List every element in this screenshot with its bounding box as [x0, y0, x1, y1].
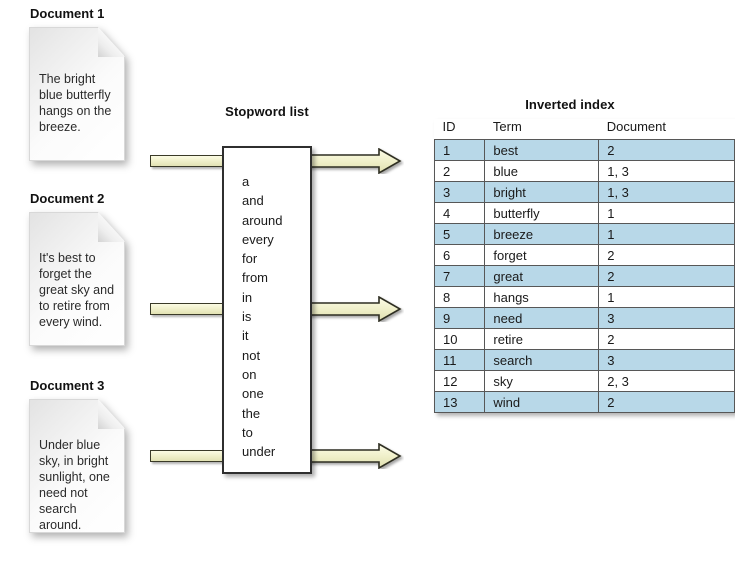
- stopword-item: and: [242, 193, 264, 209]
- table-row: 2 blue 1, 3: [433, 160, 735, 182]
- cell-id: 12: [433, 370, 486, 392]
- cell-term: hangs: [484, 286, 600, 308]
- arrow-doc2-to-stopword: [150, 303, 224, 315]
- inverted-index-title: Inverted index: [525, 97, 615, 112]
- cell-term: need: [484, 307, 600, 329]
- cell-term: blue: [484, 160, 600, 182]
- table-row: 7 great 2: [433, 265, 735, 287]
- table-row: 5 breeze 1: [433, 223, 735, 245]
- stopword-item: is: [242, 309, 252, 325]
- cell-term: retire: [484, 328, 600, 350]
- cell-term: forget: [484, 244, 600, 266]
- stopword-item: the: [242, 405, 261, 421]
- table-row: 11 search 3: [433, 349, 735, 371]
- stopword-item: one: [242, 386, 264, 402]
- cell-id: 4: [433, 202, 486, 224]
- cell-id: 6: [433, 244, 486, 266]
- cell-id: 3: [433, 181, 486, 203]
- stopword-item: to: [242, 424, 253, 440]
- arrow-stopword-to-index-3: [308, 443, 404, 469]
- table-row: 13 wind 2: [433, 391, 735, 413]
- document-1-icon: The bright blue butterfly hangs on the b…: [29, 27, 125, 161]
- cell-document: 1, 3: [598, 160, 735, 182]
- stopword-item: under: [242, 444, 276, 460]
- document-3-text: Under blue sky, in bright sunlight, one …: [39, 438, 110, 532]
- stopword-list-box: a and around every for from in is it not…: [222, 146, 312, 474]
- cell-document: 1: [598, 202, 735, 224]
- cell-document: 3: [598, 307, 735, 329]
- cell-document: 3: [598, 349, 735, 371]
- table-row: 3 bright 1, 3: [433, 181, 735, 203]
- cell-term: wind: [484, 391, 600, 413]
- document-1-label: Document 1: [30, 6, 105, 21]
- cell-id: 1: [433, 139, 486, 161]
- stopword-item: every: [242, 231, 274, 247]
- arrow-doc1-to-stopword: [150, 155, 224, 167]
- cell-term: search: [484, 349, 600, 371]
- stopword-list-title: Stopword list: [225, 104, 309, 119]
- cell-id: 10: [433, 328, 486, 350]
- cell-id: 7: [433, 265, 486, 287]
- inverted-index-table: ID Term Document 1 best 2 2 blue 1, 3 3 …: [433, 119, 735, 413]
- table-row: 10 retire 2: [433, 328, 735, 350]
- cell-id: 13: [433, 391, 486, 413]
- inverted-index-table-wrap: ID Term Document 1 best 2 2 blue 1, 3 3 …: [433, 119, 735, 413]
- cell-term: butterfly: [484, 202, 600, 224]
- stopword-item: from: [242, 270, 268, 286]
- document-2-label: Document 2: [30, 191, 105, 206]
- document-3-icon: Under blue sky, in bright sunlight, one …: [29, 399, 125, 533]
- stopword-list: a and around every for from in is it not…: [242, 172, 282, 461]
- arrow-stopword-to-index-2: [308, 296, 404, 322]
- arrow-stopword-to-index-1: [308, 148, 404, 174]
- column-header-document: Document: [606, 119, 666, 134]
- cell-term: breeze: [484, 223, 600, 245]
- cell-term: bright: [484, 181, 600, 203]
- arrow-doc3-to-stopword: [150, 450, 224, 462]
- cell-document: 2: [598, 328, 735, 350]
- stopword-item: in: [242, 289, 253, 305]
- cell-id: 2: [433, 160, 486, 182]
- document-2-text: It's best to forget the great sky and to…: [39, 251, 115, 329]
- cell-document: 2: [598, 265, 735, 287]
- column-header-id: ID: [442, 119, 456, 134]
- cell-document: 2, 3: [598, 370, 735, 392]
- table-row: 4 butterfly 1: [433, 202, 735, 224]
- table-row: 6 forget 2: [433, 244, 735, 266]
- cell-document: 2: [598, 244, 735, 266]
- document-3-label: Document 3: [30, 378, 105, 393]
- table-header-row: ID Term Document: [435, 119, 735, 140]
- cell-document: 1: [598, 223, 735, 245]
- cell-id: 9: [433, 307, 486, 329]
- cell-document: 1, 3: [598, 181, 735, 203]
- cell-id: 8: [433, 286, 486, 308]
- cell-term: sky: [484, 370, 600, 392]
- cell-id: 11: [433, 349, 486, 371]
- stopword-item: around: [242, 212, 283, 228]
- column-header-term: Term: [492, 119, 522, 134]
- table-row: 8 hangs 1: [433, 286, 735, 308]
- table-row: 12 sky 2, 3: [433, 370, 735, 392]
- stopword-item: not: [242, 347, 261, 363]
- stopword-item: a: [242, 174, 250, 189]
- cell-term: great: [484, 265, 600, 287]
- cell-document: 2: [598, 139, 735, 161]
- document-1-text: The bright blue butterfly hangs on the b…: [39, 72, 112, 134]
- cell-id: 5: [433, 223, 486, 245]
- cell-document: 1: [598, 286, 735, 308]
- cell-document: 2: [598, 391, 735, 413]
- table-row: 9 need 3: [433, 307, 735, 329]
- document-2-icon: It's best to forget the great sky and to…: [29, 212, 125, 346]
- stopword-item: on: [242, 366, 257, 382]
- table-row: 1 best 2: [433, 139, 735, 161]
- cell-term: best: [484, 139, 600, 161]
- stopword-item: it: [242, 328, 249, 344]
- stopword-item: for: [242, 251, 258, 267]
